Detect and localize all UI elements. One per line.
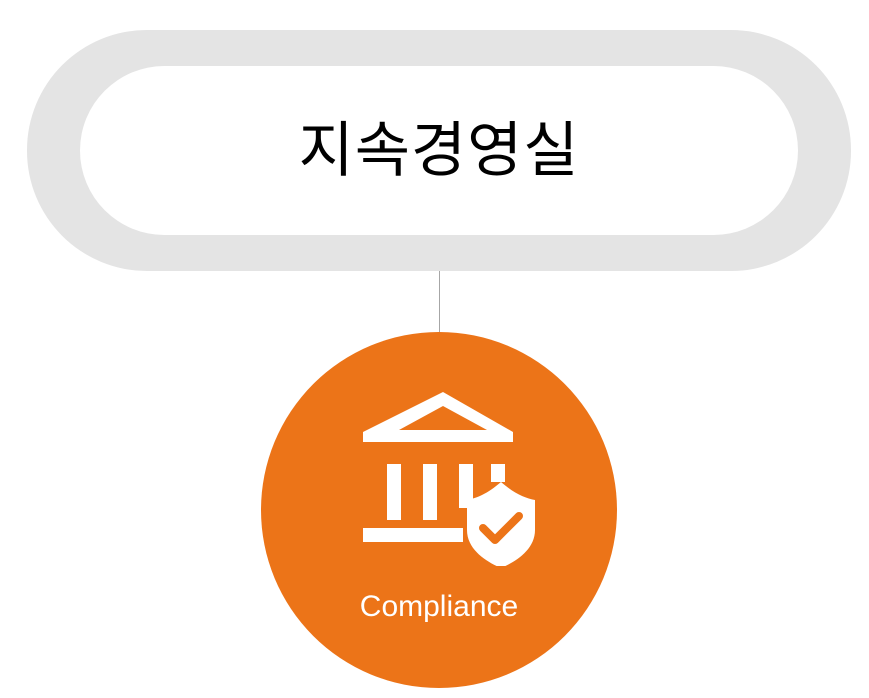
compliance-node: Compliance [261, 332, 617, 688]
header-title: 지속경영실 [298, 115, 580, 186]
bank-shield-check-icon [361, 390, 537, 568]
header-pill: 지속경영실 [80, 66, 798, 235]
node-label: Compliance [359, 590, 519, 623]
connector-line [439, 271, 440, 332]
